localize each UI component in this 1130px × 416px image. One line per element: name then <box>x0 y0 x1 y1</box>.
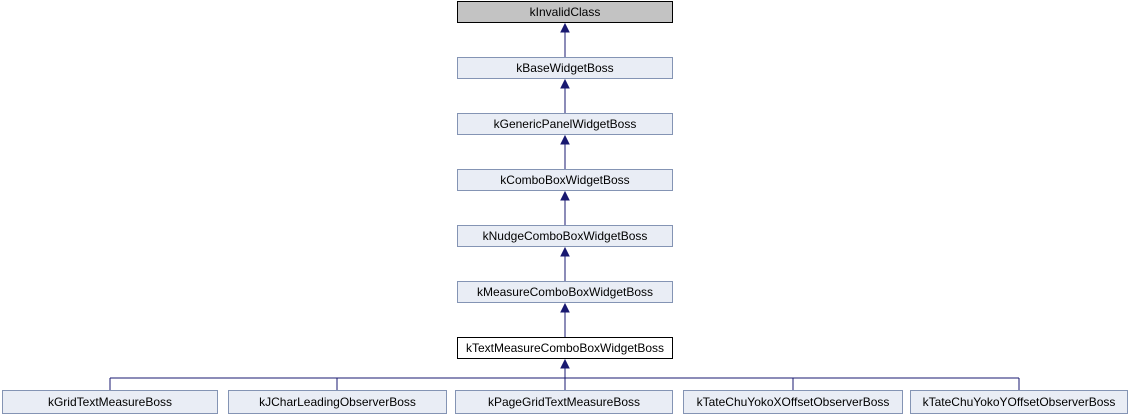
arrowhead-icon <box>560 358 570 369</box>
class-node-kjcharleadingobserverboss[interactable]: kJCharLeadingObserverBoss <box>228 390 447 414</box>
class-node-kbasewidgetboss[interactable]: kBaseWidgetBoss <box>457 57 673 79</box>
class-node-kgenericpanelwidgetboss[interactable]: kGenericPanelWidgetBoss <box>457 113 673 135</box>
class-node-kcomboboxwidgetboss[interactable]: kComboBoxWidgetBoss <box>457 169 673 191</box>
arrowhead-icon <box>560 22 570 33</box>
class-node-ktatechuyokoyoffsetobserverboss[interactable]: kTateChuYokoYOffsetObserverBoss <box>910 390 1128 414</box>
class-node-ktatechuyokoxoffsetobserverboss[interactable]: kTateChuYokoXOffsetObserverBoss <box>683 390 903 414</box>
arrowhead-icon <box>560 302 570 313</box>
class-node-kinvalidclass: kInvalidClass <box>457 1 673 23</box>
class-node-ktextmeasurecomboboxwidgetboss: kTextMeasureComboBoxWidgetBoss <box>457 337 673 359</box>
arrowhead-icon <box>560 134 570 145</box>
arrowhead-icon <box>560 246 570 257</box>
arrowhead-icon <box>560 190 570 201</box>
arrowhead-icon <box>560 78 570 89</box>
class-node-kmeasurecomboboxwidgetboss[interactable]: kMeasureComboBoxWidgetBoss <box>457 281 673 303</box>
class-node-knudgecomboboxwidgetboss[interactable]: kNudgeComboBoxWidgetBoss <box>457 225 673 247</box>
class-node-kgridtextmeasureboss[interactable]: kGridTextMeasureBoss <box>2 390 218 414</box>
class-node-kpagegridtextmeasureboss[interactable]: kPageGridTextMeasureBoss <box>455 390 673 414</box>
